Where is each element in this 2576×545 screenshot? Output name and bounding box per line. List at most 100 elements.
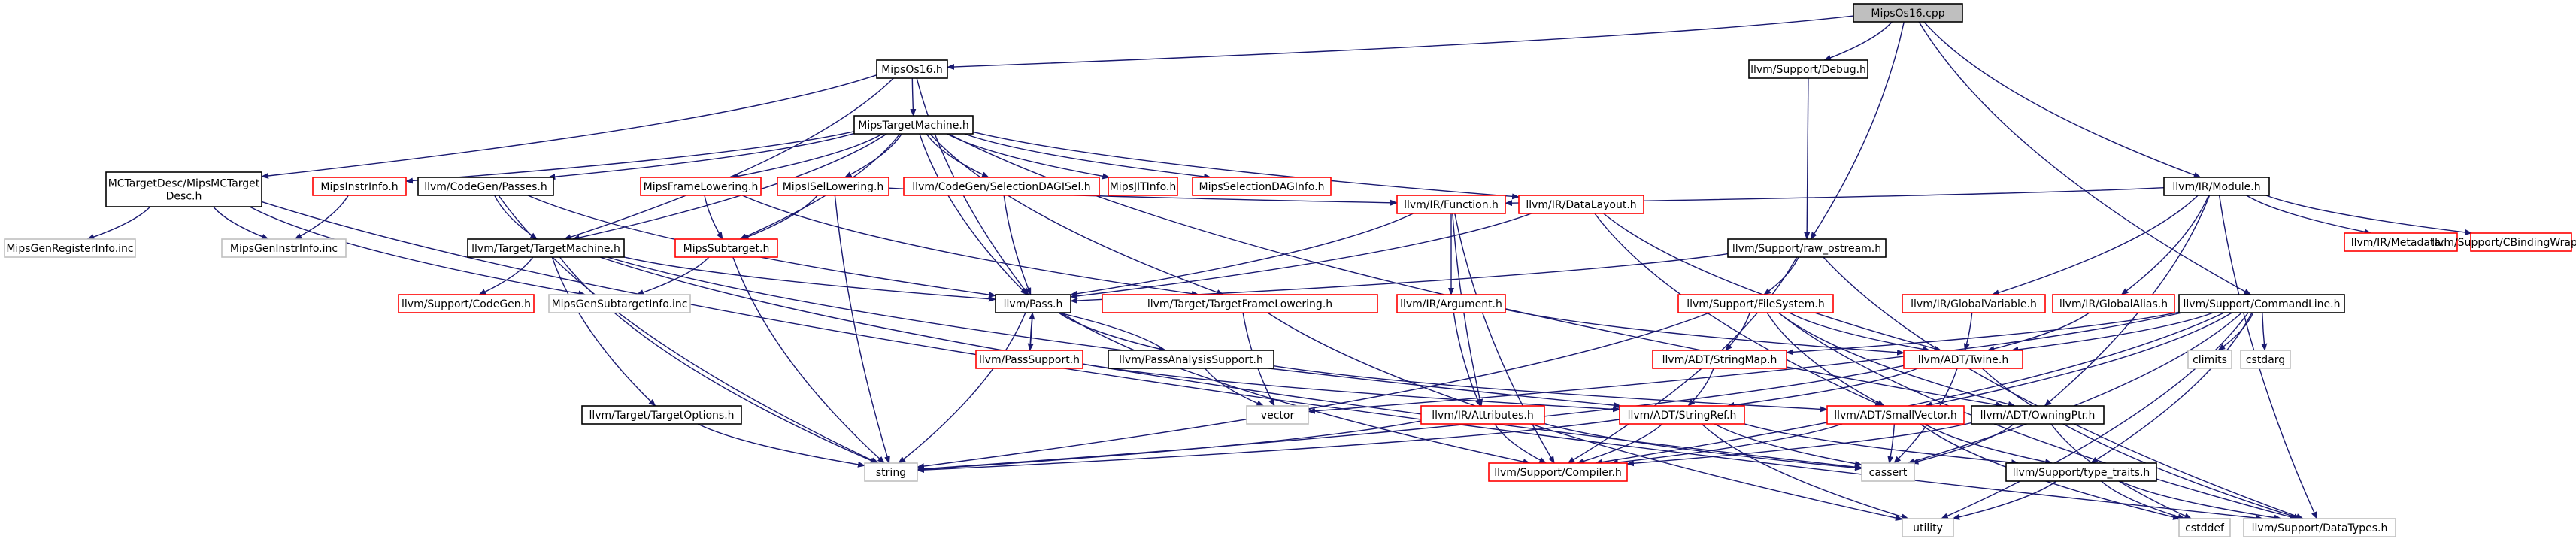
node-commandLine-box [2178, 294, 2345, 313]
node-selDagInfo[interactable]: MipsSelectionDAGInfo.h [1192, 177, 1332, 196]
node-passAnalysis-box [1108, 350, 1274, 369]
node-stringMap-label: llvm/ADT/StringMap.h [1662, 354, 1777, 366]
edge-mtm-to-owningPtr [948, 133, 2004, 408]
node-metadata[interactable]: llvm/IR/Metadata.h [2344, 232, 2458, 252]
node-jit[interactable]: MipsJITInfo.h [1108, 177, 1178, 196]
node-jit-box [1108, 177, 1178, 196]
node-subtarget[interactable]: MipsSubtarget.h [674, 238, 778, 258]
node-dataLayout[interactable]: llvm/IR/DataLayout.h [1518, 195, 1644, 214]
node-globalAlias[interactable]: llvm/IR/GlobalAlias.h [2052, 294, 2175, 313]
node-selDag[interactable]: llvm/CodeGen/SelectionDAGISel.h [903, 177, 1100, 196]
node-debug-label: llvm/Support/Debug.h [1750, 64, 1866, 76]
node-cassert: cassert [1861, 462, 1915, 482]
edge-mtm-to-tfl [929, 133, 1225, 295]
edge-typeTraits-to-dataTypes [2120, 480, 2282, 521]
edge-mipsos16h-to-targetMachine [563, 77, 894, 241]
node-cstdarg-box [2240, 350, 2291, 369]
edge-root-to-commandLine [1918, 21, 2252, 295]
node-passSupport[interactable]: llvm/PassSupport.h [975, 350, 1083, 369]
edge-commandLine-to-typeTraits [2090, 312, 2253, 464]
node-utility-label: utility [1913, 522, 1943, 534]
node-typeTraits[interactable]: llvm/Support/type_traits.h [2005, 462, 2157, 482]
edge-mtm-to-iselLow [844, 133, 902, 178]
node-smallVector[interactable]: llvm/ADT/SmallVector.h [1826, 405, 1965, 425]
node-stringMap[interactable]: llvm/ADT/StringMap.h [1652, 350, 1787, 369]
node-stringRef[interactable]: llvm/ADT/StringRef.h [1619, 405, 1745, 425]
node-attributes[interactable]: llvm/IR/Attributes.h [1420, 405, 1545, 425]
node-mipsos16h[interactable]: MipsOs16.h [876, 59, 948, 79]
node-root-label: MipsOs16.cpp [1871, 8, 1944, 20]
edge-argument-to-attributes [1453, 312, 1481, 407]
node-frameLow[interactable]: MipsFrameLowering.h [640, 177, 762, 196]
node-cbinding[interactable]: llvm/Support/CBindingWrapping.h [2432, 232, 2576, 252]
node-codegenH-box [398, 294, 535, 313]
edge-module-to-globalVar [1991, 195, 2199, 296]
node-pass[interactable]: llvm/Pass.h [995, 294, 1071, 313]
edge-mtm-to-selDagInfo [964, 133, 1212, 180]
edge-stringRef-to-compiler [1577, 423, 1663, 465]
edge-stringRef-to-utility [1701, 423, 1909, 520]
node-tfl-label: llvm/Target/TargetFrameLowering.h [1147, 298, 1332, 310]
edge-fileSystem-to-stringMap [1725, 312, 1750, 351]
edge-commandLine-to-stringMap [1786, 311, 2180, 356]
node-irFunction[interactable]: llvm/IR/Function.h [1396, 195, 1506, 214]
node-rawOstream[interactable]: llvm/Support/raw_ostream.h [1727, 238, 1887, 258]
edge-mcdesc-to-instrInfoInc [213, 206, 269, 240]
node-codegenH[interactable]: llvm/Support/CodeGen.h [398, 294, 535, 313]
node-tfl-box [1102, 294, 1378, 313]
node-argument[interactable]: llvm/IR/Argument.h [1396, 294, 1506, 313]
edges-layer [86, 15, 2473, 522]
node-owningPtr[interactable]: llvm/ADT/OwningPtr.h [1971, 405, 2105, 425]
edge-targetMachine-to-string [559, 256, 878, 464]
edge-commandLine-to-compiler [1595, 312, 2225, 465]
node-globalVar[interactable]: llvm/IR/GlobalVariable.h [1902, 294, 2046, 313]
node-mipsInstrInfo[interactable]: MipsInstrInfo.h [312, 177, 407, 196]
node-debug[interactable]: llvm/Support/Debug.h [1748, 59, 1868, 79]
node-cstddef: cstddef [2178, 518, 2231, 537]
node-dataTypes: llvm/Support/DataTypes.h [2243, 518, 2396, 537]
node-climits-label: climits [2193, 354, 2227, 366]
edge-twine-to-stringRef [1726, 368, 1918, 408]
node-targetMachine[interactable]: llvm/Target/TargetMachine.h [467, 238, 625, 258]
node-iselLow-box [777, 177, 889, 196]
node-string-label: string [876, 467, 906, 479]
edge-passAnalysis-to-vector [1205, 368, 1265, 407]
node-module[interactable]: llvm/IR/Module.h [2163, 177, 2270, 196]
node-twine[interactable]: llvm/ADT/Twine.h [1903, 350, 2023, 369]
node-regInfo: MipsGenRegisterInfo.inc [4, 238, 136, 258]
node-subtarget-box [674, 238, 778, 258]
node-regInfo-box [4, 238, 136, 258]
edge-twine-to-string [917, 365, 1905, 472]
edge-pass-to-compiler [1061, 312, 1531, 465]
edge-mipsos16h-to-mcdesc [261, 74, 877, 179]
edge-commandLine-to-utility [1940, 312, 2249, 519]
node-targetOptions[interactable]: llvm/Target/TargetOptions.h [581, 405, 742, 425]
node-compiler-label: llvm/Support/Compiler.h [1494, 467, 1622, 479]
node-globalAlias-label: llvm/IR/GlobalAlias.h [2059, 298, 2168, 310]
node-iselLow[interactable]: MipsISelLowering.h [777, 177, 889, 196]
node-tfl[interactable]: llvm/Target/TargetFrameLowering.h [1102, 294, 1378, 313]
node-mtm[interactable]: MipsTargetMachine.h [853, 115, 974, 135]
edge-root-to-mipsos16h [947, 15, 1854, 70]
node-passAnalysis-label: llvm/PassAnalysisSupport.h [1119, 354, 1263, 366]
node-fileSystem[interactable]: llvm/Support/FileSystem.h [1677, 294, 1834, 313]
node-passAnalysis[interactable]: llvm/PassAnalysisSupport.h [1108, 350, 1274, 369]
node-attributes-box [1420, 405, 1545, 425]
edge-rawOstream-to-dataTypes [1823, 256, 2304, 519]
edge-typeTraits-to-utility [1952, 480, 2057, 520]
node-metadata-box [2344, 232, 2458, 252]
node-mtm-label: MipsTargetMachine.h [858, 120, 968, 132]
edge-commandLine-to-cassert [1907, 312, 2242, 465]
edge-mtm-to-selDag [926, 133, 989, 178]
node-frameLow-label: MipsFrameLowering.h [644, 181, 759, 193]
node-irFunction-label: llvm/IR/Function.h [1404, 199, 1499, 211]
node-cstddef-label: cstddef [2185, 522, 2225, 534]
node-argument-box [1396, 294, 1506, 313]
node-compiler[interactable]: llvm/Support/Compiler.h [1488, 462, 1628, 482]
node-commandLine[interactable]: llvm/Support/CommandLine.h [2178, 294, 2345, 313]
node-cgPasses[interactable]: llvm/CodeGen/Passes.h [417, 177, 554, 196]
edge-fileSystem-to-owningPtr [1777, 312, 2016, 407]
edge-irFunction-to-pass [1070, 213, 1414, 297]
edge-mcdesc-to-subtargetInc [249, 206, 586, 297]
